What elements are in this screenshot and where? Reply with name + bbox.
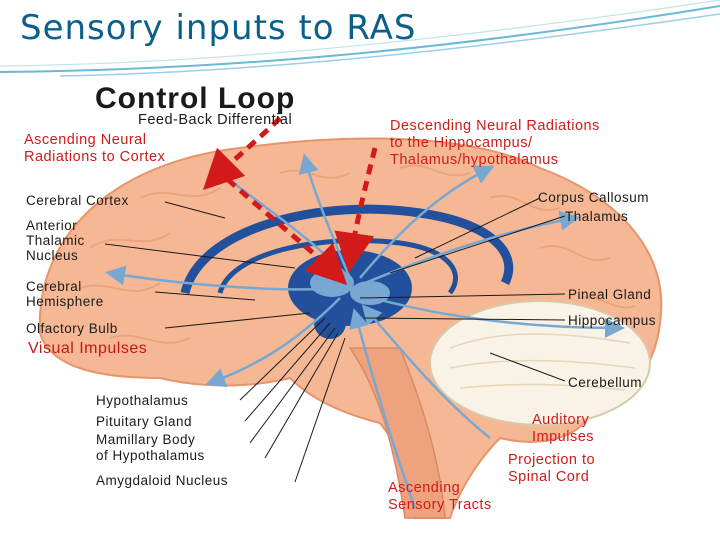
feedback-label: Feed-Back Differential <box>138 112 293 128</box>
descending-label-line3: Thalamus/hypothalamus <box>390 152 559 168</box>
descending-label-line1: Descending Neural Radiations <box>390 118 600 134</box>
thalamus-label: Thalamus <box>565 209 629 224</box>
olfactory-bulb-label: Olfactory Bulb <box>26 321 118 336</box>
cerebral-cortex-label: Cerebral Cortex <box>26 193 129 208</box>
auditory-impulses-label-line1: Auditory <box>532 412 590 428</box>
anterior-label-line3: Nucleus <box>26 248 79 263</box>
projection-label-line1: Projection to <box>508 452 596 468</box>
brain-illustration <box>38 116 663 519</box>
hypothalamus-label: Hypothalamus <box>96 393 189 408</box>
slide-title: Sensory inputs to RAS <box>20 8 417 48</box>
fornix-ring <box>217 238 458 295</box>
visual-impulses-label: Visual Impulses <box>28 340 148 357</box>
cerebellum-label: Cerebellum <box>568 375 643 390</box>
mamillary-body-label-line1: Mamillary Body <box>96 432 196 447</box>
projection-label-line2: Spinal Cord <box>508 469 590 485</box>
hippocampus-label: Hippocampus <box>568 313 657 328</box>
control-loop-diagram: Control Loop Feed-Back Differential Asce… <box>20 78 708 528</box>
mamillary-body-label-line2: of Hypothalamus <box>96 448 205 463</box>
corpus-callosum-label: Corpus Callosum <box>538 190 650 205</box>
header-swoosh <box>0 0 720 77</box>
ascending-sensory-label-line2: Sensory Tracts <box>388 497 492 513</box>
pituitary-gland-label: Pituitary Gland <box>96 414 193 429</box>
ascending-neural-label-line1: Ascending Neural <box>24 132 147 148</box>
auditory-impulses-label-line2: Impulses <box>532 429 595 445</box>
cerebral-hemisphere-label-line1: Cerebral <box>26 279 82 294</box>
ascending-neural-label-line2: Radiations to Cortex <box>24 149 166 165</box>
ascending-sensory-label-line1: Ascending <box>388 480 461 496</box>
amygdaloid-nucleus-label: Amygdaloid Nucleus <box>96 473 229 488</box>
anterior-label-line2: Thalamic <box>26 233 85 248</box>
pineal-gland-label: Pineal Gland <box>568 287 652 302</box>
descending-label-line2: to the Hippocampus/ <box>390 135 533 151</box>
diagram-heading: Control Loop <box>95 82 296 115</box>
brainstem <box>348 347 446 519</box>
cerebral-hemisphere-label-line2: Hemisphere <box>26 294 104 309</box>
cerebellum <box>429 300 651 426</box>
anterior-label-line1: Anterior <box>26 218 78 233</box>
corpus-callosum <box>180 204 514 295</box>
